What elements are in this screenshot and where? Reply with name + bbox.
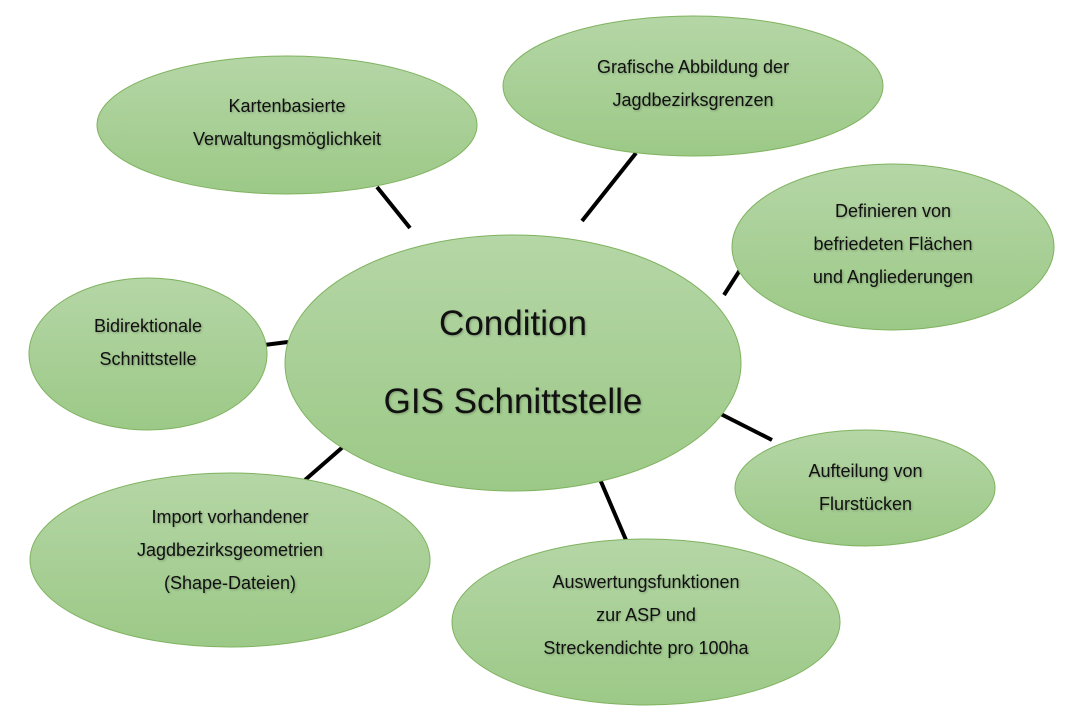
label-line: Jagdbezirksgrenzen (612, 89, 774, 110)
label-bidirektionale: Bidirektionale Schnittstelle (29, 278, 267, 408)
label-line: Streckendichte pro 100ha (543, 637, 749, 658)
label-grafische: Grafische Abbildung der Jagdbezirksgrenz… (503, 16, 883, 151)
label-line: und Angliederungen (812, 266, 974, 287)
node-kartenbasierte (96, 55, 478, 195)
label-line: Auswertungsfunktionen (552, 571, 740, 592)
node-grafische (502, 15, 884, 157)
connector-grafische (580, 151, 638, 223)
label-line: Grafische Abbildung der (596, 56, 790, 77)
label-line: Schnittstelle (99, 349, 197, 369)
label-line: Definieren von (834, 200, 952, 221)
label-line: Verwaltungsmöglichkeit (192, 129, 382, 149)
center-label: Condition GIS Schnittstelle (285, 230, 741, 496)
label-line: Aufteilung von (808, 461, 923, 481)
center-line: Condition (439, 304, 587, 343)
label-line: Flurstücken (818, 494, 913, 514)
center-line: GIS Schnittstelle (383, 382, 643, 421)
label-auswertung: Auswertungsfunktionen zur ASP und Streck… (452, 540, 840, 690)
label-aufteilung: Aufteilung von Flurstücken (736, 430, 995, 546)
node-center (284, 234, 742, 492)
node-auswertung (451, 538, 841, 706)
label-line: Kartenbasierte (228, 96, 346, 116)
connector-bidirektionale (263, 340, 289, 347)
node-definieren (731, 163, 1055, 331)
label-line: zur ASP und (596, 604, 696, 625)
connector-kartenbasierte (375, 185, 412, 230)
label-line: (Shape-Dateien) (163, 572, 297, 593)
node-aufteilung (734, 429, 996, 547)
node-bidirektionale (28, 277, 268, 431)
label-import: Import vorhandener Jagdbezirksgeometrien… (30, 475, 430, 625)
label-kartenbasierte: Kartenbasierte Verwaltungsmöglichkeit (97, 57, 477, 189)
label-line: befriedeten Flächen (813, 233, 973, 254)
label-line: Import vorhandener (151, 506, 309, 527)
label-line: Bidirektionale (93, 316, 203, 336)
node-import (29, 472, 431, 648)
label-definieren: Definieren von befriedeten Flächen und A… (732, 165, 1054, 323)
label-line: Jagdbezirksgeometrien (136, 539, 324, 560)
connector-definieren (722, 268, 742, 297)
